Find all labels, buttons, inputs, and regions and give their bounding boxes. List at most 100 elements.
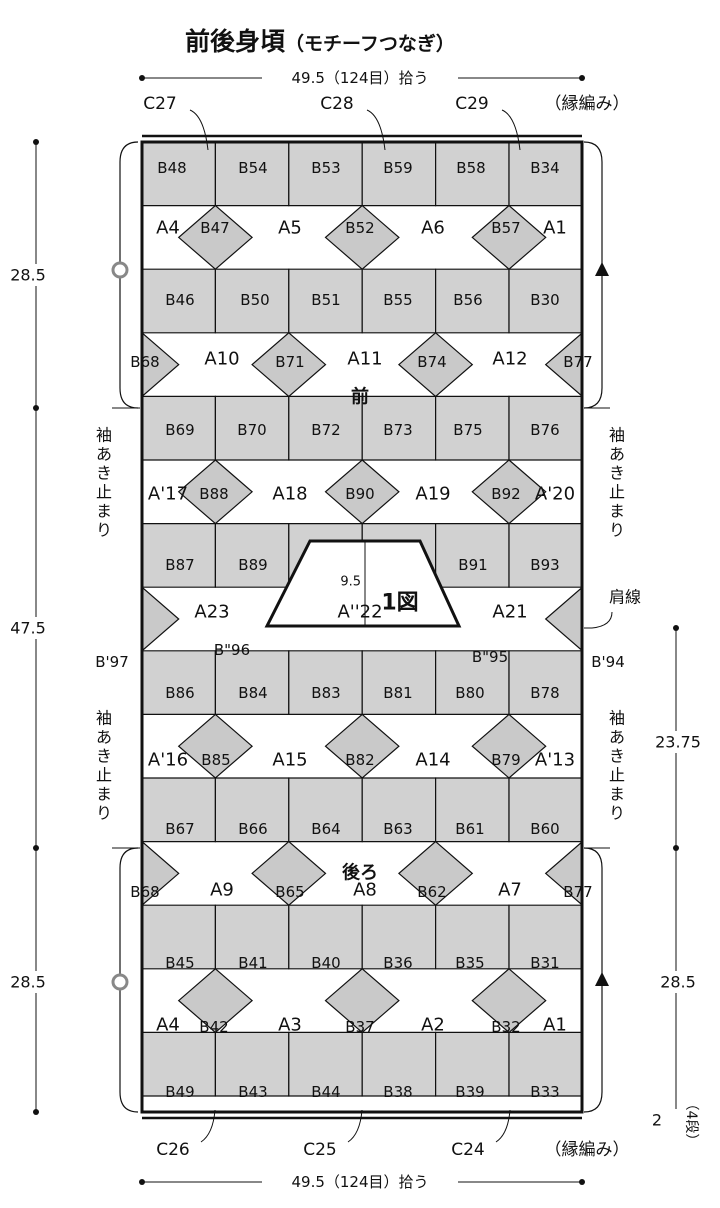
small-motif-slanted	[508, 650, 582, 716]
small-motif-label: B60	[530, 820, 559, 838]
small-motif-vertical	[544, 332, 582, 397]
small-motif-label: B48	[157, 159, 186, 177]
sleeve-note-right: 袖	[609, 426, 625, 445]
small-motif-slanted	[508, 268, 582, 334]
small-motif-label: B37	[345, 1018, 374, 1036]
sleeve-note-left: き	[96, 464, 112, 483]
large-motif-label: A1	[543, 218, 567, 239]
small-motif-label: B76	[530, 421, 559, 439]
dim-end-dot	[579, 75, 585, 81]
small-motif-label: B32	[491, 1018, 520, 1036]
large-motif-label: A3	[278, 1015, 302, 1036]
small-motif-label: B33	[530, 1083, 559, 1101]
leader-line	[347, 1109, 363, 1143]
small-motif-label: B71	[275, 353, 304, 371]
triangle-marker	[595, 972, 609, 986]
sleeve-note-right: き	[609, 464, 625, 483]
right-dim-label: 23.75	[655, 733, 701, 752]
leader-line	[495, 1109, 511, 1143]
large-motif-label: A23	[194, 602, 229, 623]
small-motif-label: B43	[238, 1083, 267, 1101]
large-motif-label: A5	[278, 218, 302, 239]
small-motif-vertical	[142, 332, 180, 398]
small-motif-label: B63	[383, 820, 412, 838]
small-motif-vertical	[471, 204, 547, 270]
small-motif-vertical	[142, 586, 180, 652]
small-motif-label: B69	[165, 421, 194, 439]
back-label: 後ろ	[342, 862, 378, 884]
small-motif-label: B85	[201, 751, 230, 769]
dim-end-dot	[33, 405, 39, 411]
large-motif-label: A'20	[535, 484, 575, 505]
sleeve-note-right: り	[609, 804, 625, 823]
label-bg	[8, 617, 48, 639]
small-motif-layer	[142, 142, 582, 1097]
small-motif-label: B78	[530, 684, 559, 702]
small-motif-label: B53	[311, 159, 340, 177]
label-bg	[8, 971, 48, 993]
small-motif-label: B"96	[214, 641, 250, 659]
large-motif-label: A18	[272, 484, 307, 505]
small-motif-label: B86	[165, 684, 194, 702]
label-bg	[648, 971, 704, 993]
dim-end-dot	[673, 845, 679, 851]
sleeve-note-right: あ	[609, 445, 625, 464]
figure-1-depth: 9.5	[340, 575, 361, 590]
large-motif-label: A2	[421, 1015, 445, 1036]
small-motif-label: B64	[311, 820, 340, 838]
diagram-title: 前後身頃（モチーフつなぎ）	[185, 22, 455, 58]
large-motif-label: A7	[498, 880, 522, 901]
sleeve-note-right: 止	[609, 766, 625, 785]
top-border-label: C27	[143, 94, 177, 114]
dim-end-dot	[139, 1179, 145, 1185]
sleeve-note-right: 袖	[609, 709, 625, 728]
small-motif-slanted	[508, 777, 582, 843]
large-motif-label: A4	[156, 218, 180, 239]
small-motif-label: B67	[165, 820, 194, 838]
small-motif-label: B62	[417, 883, 446, 901]
large-motif-label: A21	[492, 602, 527, 623]
small-motif-vertical	[324, 204, 400, 270]
circle-marker	[111, 261, 129, 279]
label-bg	[648, 1109, 704, 1131]
sleeve-note-left: り	[96, 804, 112, 823]
small-motif-label: B65	[275, 883, 304, 901]
small-motif-label: B35	[455, 954, 484, 972]
large-motif-label: A10	[204, 349, 239, 370]
large-motif-label: A''22	[337, 602, 382, 623]
small-motif-label: B30	[530, 291, 559, 309]
large-motif-label: A19	[415, 484, 450, 505]
figure-1-label: 1図	[381, 591, 418, 616]
small-motif-label: B'97	[95, 653, 129, 671]
small-motif-label: B49	[165, 1083, 194, 1101]
small-motif-label: B55	[383, 291, 412, 309]
bottom-border-label: C26	[156, 1140, 190, 1160]
small-motif-label: B'94	[591, 653, 625, 671]
small-motif-vertical	[544, 841, 582, 906]
leader-line	[189, 109, 209, 151]
dim-end-dot	[33, 139, 39, 145]
small-motif-slanted	[508, 1031, 582, 1097]
left-dim-label: 28.5	[10, 973, 46, 992]
small-motif-label: B88	[199, 485, 228, 503]
small-motif-label: B47	[200, 219, 229, 237]
shoulder-arrow	[584, 611, 613, 629]
circle-marker	[111, 973, 129, 991]
bottom-border-label: C25	[303, 1140, 337, 1160]
right-dim-label: 28.5	[660, 973, 696, 992]
shoulder-line-label: 肩線	[609, 588, 641, 607]
small-motif-label: B52	[345, 219, 374, 237]
small-motif-label: B40	[311, 954, 340, 972]
small-motif-vertical	[544, 586, 582, 652]
small-motif-label: B87	[165, 556, 194, 574]
large-motif-label: A9	[210, 880, 234, 901]
dim-end-dot	[33, 845, 39, 851]
small-motif-label: B54	[238, 159, 267, 177]
sleeve-note-right: ま	[609, 502, 625, 521]
small-motif-label: B57	[491, 219, 520, 237]
small-motif-label: B77	[563, 883, 592, 901]
large-motif-label: A'16	[148, 750, 188, 771]
small-motif-label: B61	[455, 820, 484, 838]
dim-end-dot	[579, 1179, 585, 1185]
top-border-label: C29	[455, 94, 489, 114]
